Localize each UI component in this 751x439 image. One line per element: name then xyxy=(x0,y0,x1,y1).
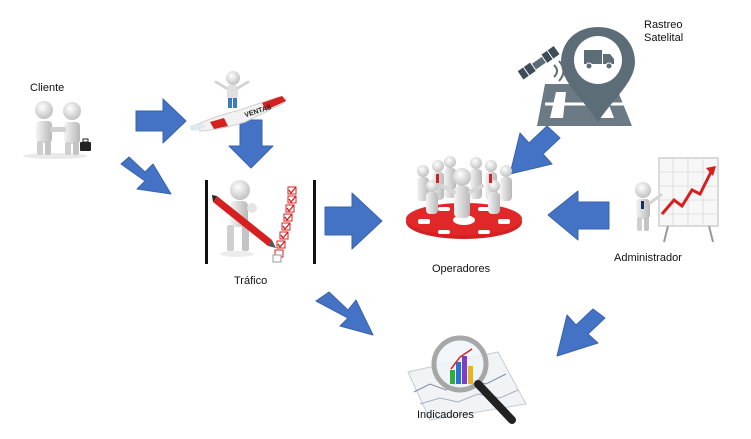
checklist-pen-icon xyxy=(205,180,316,264)
presentation-chart-icon xyxy=(635,157,719,243)
handshake-people-icon xyxy=(23,101,91,159)
satellite-icon xyxy=(517,46,560,80)
checklist-boxes xyxy=(272,186,297,263)
operators-group xyxy=(417,156,512,218)
arrow-cliente-to-trafico xyxy=(120,156,172,195)
team-meeting-icon xyxy=(406,156,522,239)
truck-icon xyxy=(584,50,614,70)
arrow-ventas-to-trafico xyxy=(228,119,274,169)
arrow-trafico-to-operadores xyxy=(324,192,383,250)
administrador-label: Administrador xyxy=(614,252,682,264)
indicadores-label: Indicadores xyxy=(417,409,474,421)
sales-rocket-icon: VENTAS xyxy=(190,71,286,132)
arrow-administrador-to-operadores xyxy=(547,190,610,241)
operadores-label: Operadores xyxy=(432,263,491,275)
cliente-label: Cliente xyxy=(30,82,64,94)
arrow-rastreo-to-operadores xyxy=(509,125,561,175)
satellite-truck-pin-icon xyxy=(517,27,635,126)
magnifier-chart-icon xyxy=(407,335,527,424)
rastreo-label: Rastreo Satelital xyxy=(644,19,684,44)
arrow-administrador-to-indicadores xyxy=(556,308,606,357)
arrow-cliente-to-ventas xyxy=(135,98,187,144)
arrow-trafico-to-indicadores xyxy=(315,291,374,336)
trafico-label: Tráfico xyxy=(234,275,267,287)
